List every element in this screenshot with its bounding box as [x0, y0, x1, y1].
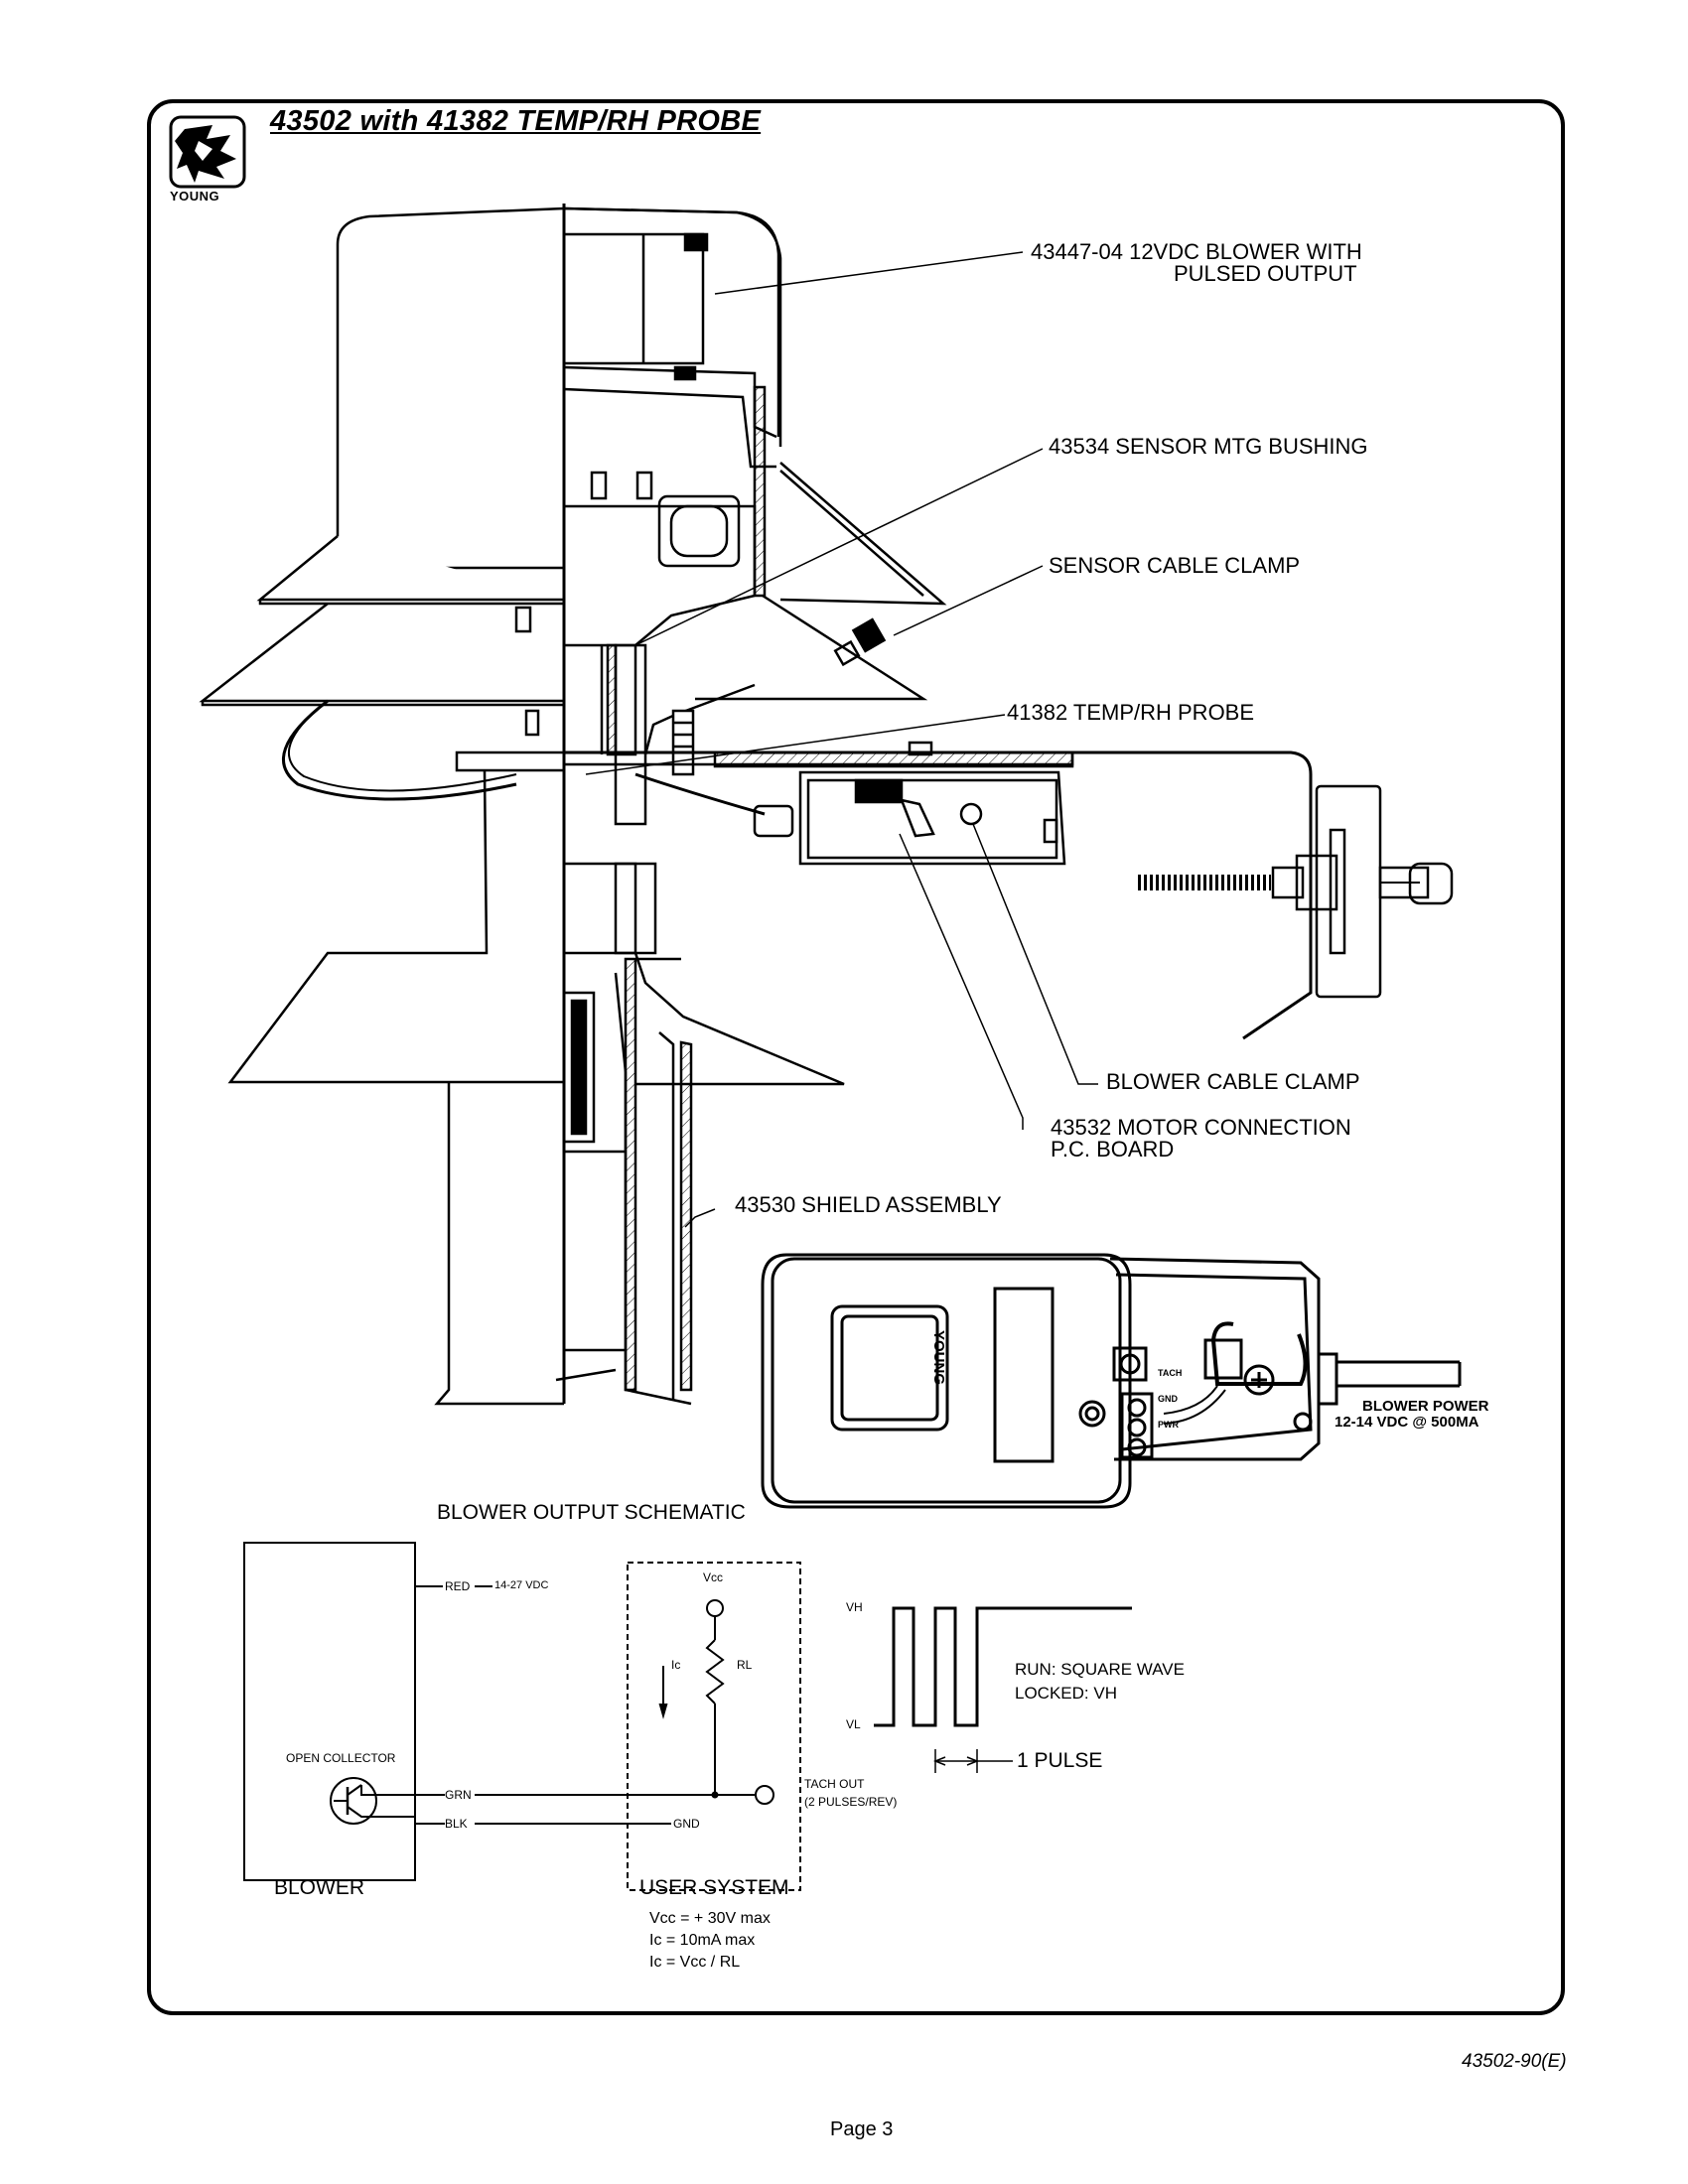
wire-grn-label: GRN [445, 1788, 472, 1802]
temp-rh-probe [1138, 784, 1454, 999]
blower-block-label: BLOWER [274, 1876, 365, 1899]
spec-vcc: Vcc = + 30V max [649, 1910, 771, 1927]
tach-out-label: TACH OUT [804, 1777, 865, 1791]
page-number: Page 3 [830, 2118, 894, 2140]
schematic-title: BLOWER OUTPUT SCHEMATIC [437, 1501, 746, 1524]
page-title: 43502 with 41382 TEMP/RH PROBE [270, 105, 762, 137]
shield-assembly [199, 206, 780, 1406]
supply-voltage-label: 14-27 VDC [494, 1579, 549, 1591]
blower-power-line1: BLOWER POWER [1362, 1398, 1489, 1415]
blower-output-schematic [243, 1542, 1132, 1891]
callout-motor-pcb-line1: 43532 MOTOR CONNECTION [1051, 1115, 1351, 1140]
leader-lines [585, 251, 1098, 1228]
callout-blower-line2: PULSED OUTPUT [1174, 261, 1357, 286]
vh-label: VH [846, 1600, 863, 1614]
drawing-frame [147, 99, 1565, 2015]
junction-logo-text: YOUNG [930, 1330, 947, 1386]
terminal-tach: TACH [1158, 1368, 1183, 1378]
terminal-gnd: GND [1158, 1394, 1178, 1404]
run-mode-label: RUN: SQUARE WAVE [1015, 1660, 1185, 1679]
pulse-width-label: 1 PULSE [1017, 1749, 1103, 1772]
callout-blower-line1: 43447-04 12VDC BLOWER WITH [1031, 239, 1362, 264]
gnd-label: GND [673, 1817, 700, 1831]
spec-ic-max: Ic = 10mA max [649, 1932, 756, 1949]
document-number: 43502-90(E) [1462, 2051, 1567, 2072]
vl-label: VL [846, 1717, 861, 1731]
junction-box [761, 1253, 1462, 1509]
blower-power-line2: 12-14 VDC @ 500MA [1335, 1414, 1479, 1431]
pulses-per-rev-label: (2 PULSES/REV) [804, 1795, 898, 1809]
open-collector-label: OPEN COLLECTOR [286, 1751, 396, 1765]
callout-cable-clamp: SENSOR CABLE CLAMP [1049, 553, 1301, 578]
terminal-pwr: PWR [1158, 1420, 1179, 1430]
vcc-label: Vcc [703, 1570, 724, 1584]
shield-section [555, 206, 1313, 1406]
locked-mode-label: LOCKED: VH [1015, 1684, 1117, 1703]
user-system-label: USER SYSTEM [639, 1876, 789, 1899]
rl-label: RL [737, 1658, 753, 1672]
wire-blk-label: BLK [445, 1817, 468, 1831]
callout-mtg-bushing: 43534 SENSOR MTG BUSHING [1049, 434, 1368, 459]
callout-probe: 41382 TEMP/RH PROBE [1007, 700, 1255, 725]
spec-ic-formula: Ic = Vcc / RL [649, 1954, 741, 1971]
callout-blower-cable-clamp: BLOWER CABLE CLAMP [1106, 1069, 1360, 1094]
logo-wordmark: YOUNG [170, 189, 220, 204]
ic-label: Ic [671, 1658, 681, 1672]
wire-red-label: RED [445, 1579, 471, 1593]
young-logo-icon [169, 115, 246, 189]
callout-shield: 43530 SHIELD ASSEMBLY [735, 1192, 1002, 1217]
callout-motor-pcb-line2: P.C. BOARD [1051, 1137, 1175, 1161]
